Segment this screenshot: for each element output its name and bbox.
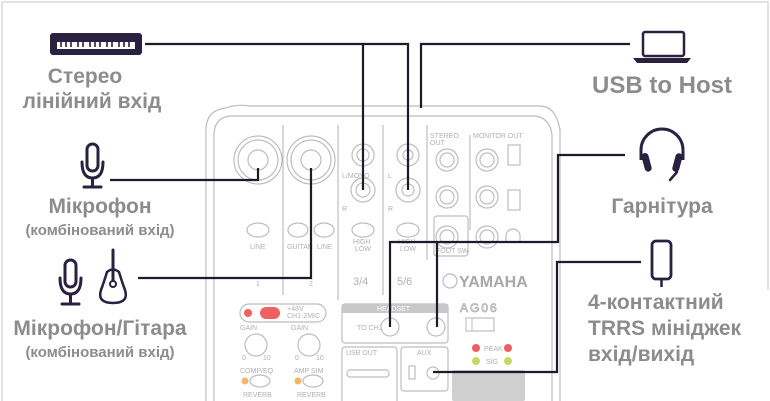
low-label: LOW (400, 246, 416, 253)
device-inner-outline (213, 115, 553, 401)
gain-label: GAIN (291, 325, 308, 332)
reverb-label: REVERB (297, 392, 326, 399)
cable-mic-guitar (138, 168, 313, 280)
mute-section (452, 370, 525, 401)
cable-usb (419, 42, 630, 108)
headset-icon (639, 127, 685, 182)
microphone-icon (58, 258, 83, 306)
microphone-icon (80, 142, 105, 189)
amp-sim-label: AMP SIM (294, 368, 324, 375)
headphone-small-icon (505, 228, 521, 242)
stereo-line-label: Стерео (48, 65, 122, 88)
monitor-out-label: MONITOR OUT (473, 133, 523, 140)
cable-trrs (433, 260, 641, 374)
sig-led-r (504, 357, 512, 365)
usb-to-host-label: USB to Host (592, 72, 732, 99)
phantom-label: +48V (287, 306, 304, 313)
yamaha-brand: YAMAHA (459, 274, 528, 291)
cables (110, 42, 641, 374)
usb-out-label: USB OUT (346, 350, 378, 357)
gain-label: GAIN (240, 325, 257, 332)
line-label: LINE (250, 244, 266, 251)
peak-led-r (504, 344, 512, 352)
r-label: R (342, 206, 347, 213)
peak-label: PEAK (484, 346, 503, 353)
gain-min: 0 (295, 355, 299, 362)
to-ch1-label: TO CH1 (357, 325, 383, 332)
mic-guitar-label: Мікрофон/Гітара (13, 317, 186, 340)
aux-section (400, 346, 449, 392)
gain-knob-ch2 (297, 333, 321, 357)
mic-guitar-sublabel: (комбінований вхід) (25, 344, 174, 361)
reverb-label: REVERB (243, 392, 272, 399)
guitar-label: GUITAR (287, 244, 313, 251)
high-low-switch-56 (396, 222, 420, 238)
channel-34-label: 3/4 (353, 276, 368, 288)
speaker-icon (507, 144, 521, 166)
laptop-icon (633, 30, 691, 63)
output-jacks (433, 148, 499, 257)
line-switch-ch2 (313, 222, 335, 238)
headset-label: HEADSET (377, 306, 411, 313)
high-low-switch-34 (351, 222, 375, 238)
stereo-out-label: STEREO (430, 133, 459, 140)
channel-56-label: 5/6 (397, 276, 412, 288)
line-switch-ch1 (246, 222, 270, 238)
gain-knob-ch1 (244, 333, 268, 357)
usb-out-section (341, 346, 398, 401)
l-mono-label: L/MONO (342, 173, 370, 180)
gain-min: 0 (242, 355, 246, 362)
phantom-switch (239, 303, 327, 323)
smartphone-icon (650, 239, 673, 287)
mic-sublabel: (комбінований вхід) (25, 222, 174, 239)
stereo-line-label: лінійний вхід (23, 90, 162, 113)
l-label: L (388, 173, 392, 180)
line-label: LINE (317, 244, 333, 251)
guitar-switch (287, 222, 309, 238)
channel-2-label: 2 (309, 281, 313, 288)
headset-label: Гарнітура (611, 195, 713, 218)
gain-max: 10 (316, 355, 324, 362)
trrs-label: вхід/вихід (588, 343, 694, 366)
stereo-out-label: OUT (430, 140, 446, 147)
model-name: AG06 (460, 301, 499, 315)
device-outline (205, 104, 561, 401)
sig-led-l (472, 357, 480, 365)
foot-sw-label: FOOT SW (436, 248, 469, 255)
high-label: HIGH (353, 239, 371, 246)
r-label: R (388, 206, 393, 213)
peak-led-l (472, 344, 480, 352)
ag06-mixer-panel: L/MONO L R R STEREO OUT MONITOR OUT FOOT… (205, 104, 561, 401)
mic-label: Мікрофон (48, 195, 151, 218)
cable-stereo-line-r (145, 42, 410, 190)
cable-headset-mic (388, 153, 625, 327)
low-label: LOW (355, 246, 371, 253)
keyboard-icon (50, 33, 142, 55)
headset-section: HEADSET TO CH1 (341, 303, 449, 344)
yamaha-logo-icon (442, 273, 458, 289)
gain-max: 10 (263, 355, 271, 362)
aux-label: AUX (417, 350, 432, 357)
trrs-label: 4-контактний (588, 291, 724, 314)
guitar-icon (99, 248, 127, 305)
trrs-label: TRRS мініджек (588, 317, 742, 340)
sig-label: SIG (486, 359, 498, 366)
comp-eq-label: COMP/EQ (240, 368, 274, 375)
channel-1-label: 1 (256, 281, 260, 288)
phantom-label: CH1-2MIC (287, 313, 320, 320)
speaker-icon (507, 189, 521, 211)
cable-mic (110, 168, 260, 182)
